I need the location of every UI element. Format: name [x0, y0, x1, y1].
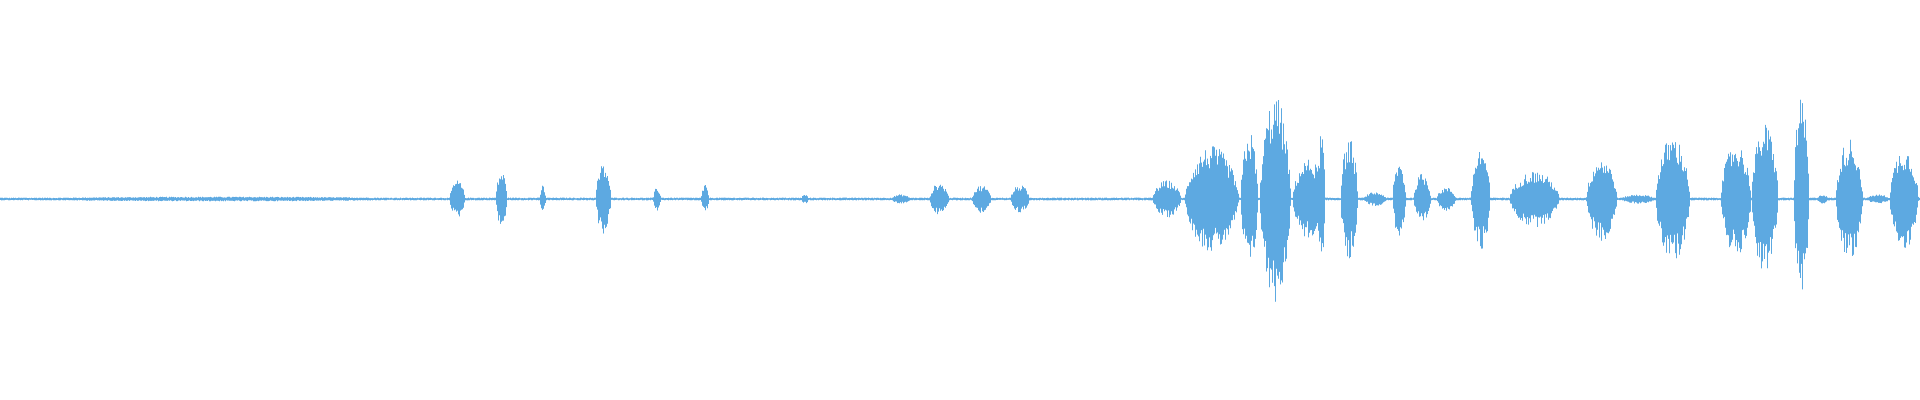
waveform-signal	[0, 99, 1920, 302]
